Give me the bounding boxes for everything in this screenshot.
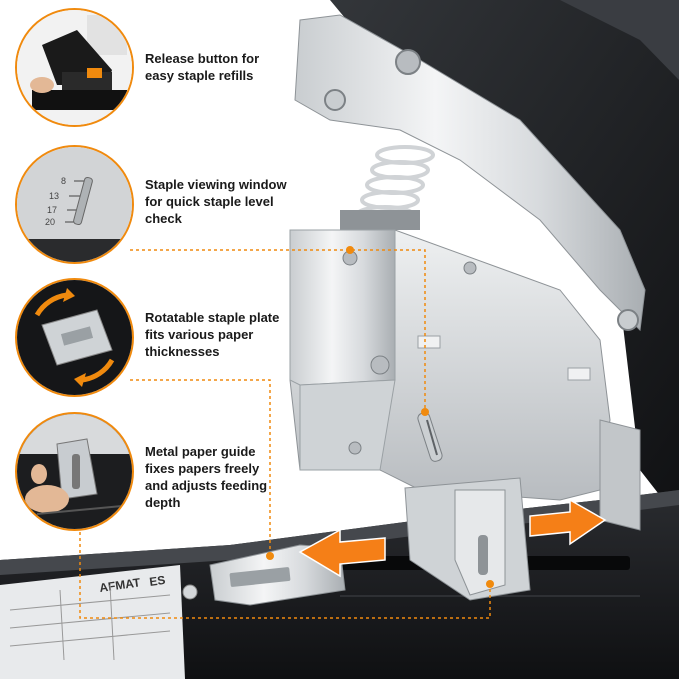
thumb-rotatable-plate bbox=[15, 278, 134, 397]
feature-line: fits various paper bbox=[145, 327, 254, 342]
feature-line: and adjusts feeding bbox=[145, 478, 268, 493]
label-brand-text: AFMAT bbox=[98, 575, 141, 595]
feature-line: depth bbox=[145, 495, 181, 510]
right-arrow bbox=[529, 498, 607, 546]
window-scale-8: 8 bbox=[61, 176, 66, 186]
feature-release-button: Release button for easy staple refills bbox=[145, 50, 305, 84]
connector-guide bbox=[79, 520, 491, 619]
connector-window bbox=[130, 249, 426, 412]
feature-line: Release button for bbox=[145, 51, 260, 66]
feature-line: Rotatable staple plate bbox=[145, 310, 280, 325]
feature-line: check bbox=[145, 211, 182, 226]
base-label: AFMAT ES bbox=[0, 565, 185, 679]
window-scale-20: 20 bbox=[45, 217, 55, 227]
left-arrow bbox=[298, 528, 386, 578]
thumb-release-button bbox=[15, 8, 134, 127]
thumb-viewing-window: 8 13 17 20 bbox=[15, 145, 134, 264]
staple-plate bbox=[182, 544, 346, 606]
rotate-plate-icon bbox=[17, 280, 132, 395]
feature-line: thicknesses bbox=[145, 344, 220, 359]
feature-line: fixes papers freely bbox=[145, 461, 260, 476]
thumb-paper-guide bbox=[15, 412, 134, 531]
window-scale-13: 13 bbox=[49, 191, 59, 201]
feature-rotatable-plate: Rotatable staple plate fits various pape… bbox=[145, 309, 305, 360]
feature-line: easy staple refills bbox=[145, 68, 254, 83]
feature-line: for quick staple level bbox=[145, 194, 274, 209]
feature-viewing-window: Staple viewing window for quick staple l… bbox=[145, 176, 305, 227]
feature-line: Staple viewing window bbox=[145, 177, 287, 192]
feature-paper-guide: Metal paper guide fixes papers freely an… bbox=[145, 443, 305, 511]
feature-line: Metal paper guide bbox=[145, 444, 256, 459]
viewing-window-icon: 8 13 17 20 bbox=[17, 147, 132, 262]
window-scale-17: 17 bbox=[47, 205, 57, 215]
connector-plate bbox=[130, 379, 271, 556]
paper-guide-icon bbox=[17, 414, 132, 529]
release-button-icon bbox=[17, 10, 132, 125]
label-model-text: ES bbox=[148, 573, 166, 589]
